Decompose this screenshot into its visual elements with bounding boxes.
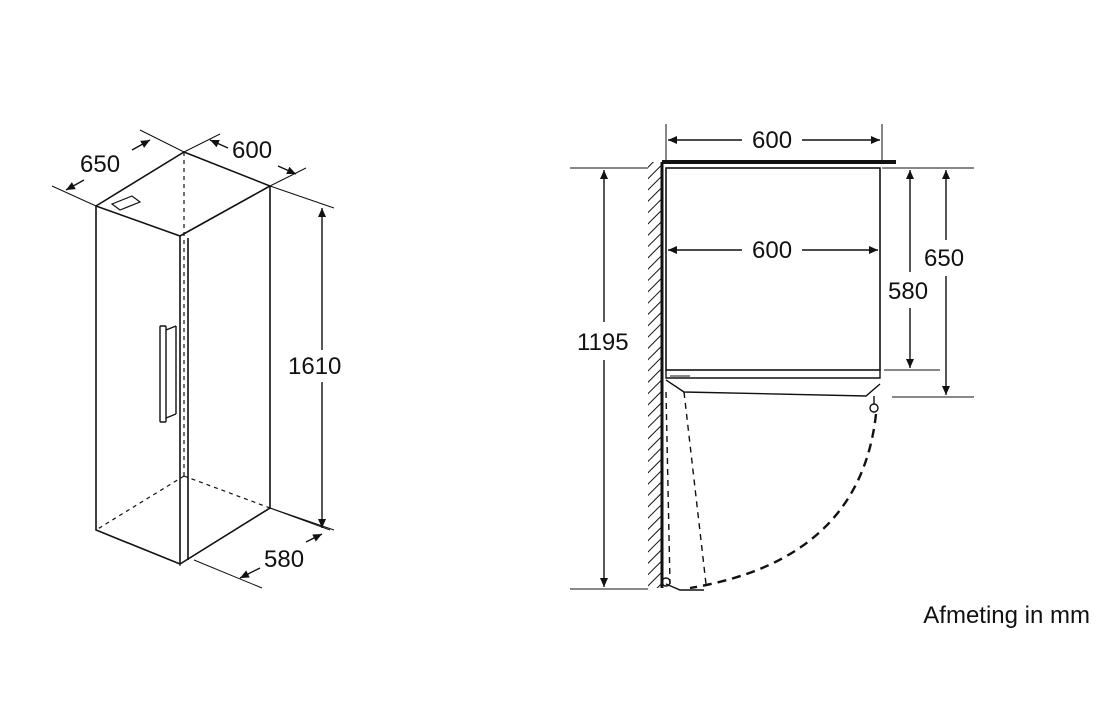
label-580-top: 580 [888, 278, 928, 305]
label-580-iso: 580 [264, 546, 304, 573]
label-1195: 1195 [577, 329, 629, 356]
label-600-top: 600 [752, 127, 792, 154]
top-view [570, 124, 974, 591]
appliance-body [665, 167, 881, 371]
label-600-inner: 600 [752, 237, 792, 264]
door-handle [159, 325, 177, 423]
label-1610: 1610 [288, 353, 341, 380]
dim-line-650 [65, 179, 85, 191]
isometric-view [51, 129, 335, 589]
label-600-iso: 600 [232, 137, 272, 164]
dim-line-600-iso [209, 139, 229, 149]
cabinet-outline [95, 151, 271, 565]
label-650: 650 [80, 151, 120, 178]
door-closed [665, 370, 881, 379]
units-caption: Afmeting in mm [923, 602, 1090, 629]
door-swing-arc [689, 413, 878, 590]
label-650-top: 650 [924, 245, 964, 272]
dim-line-580-iso [239, 567, 261, 579]
wall-hatch [648, 162, 662, 588]
